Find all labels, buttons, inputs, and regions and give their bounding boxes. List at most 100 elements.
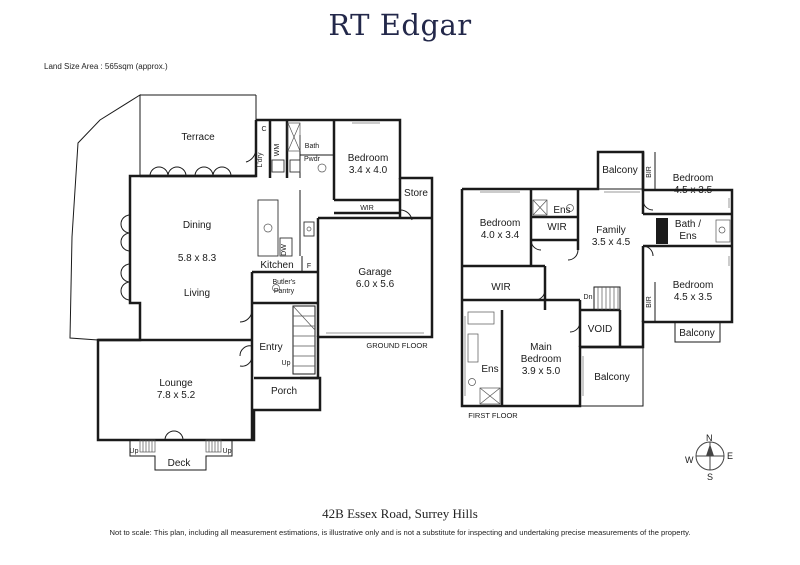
- label-dining-dim: 5.8 x 8.3: [178, 253, 217, 264]
- shower-mark-main-2: [479, 387, 501, 405]
- shower-main-ens: [479, 387, 501, 405]
- label-wir-ground: WIR: [360, 205, 374, 212]
- label-main-bedroom-1: Main: [530, 342, 552, 353]
- label-porch: Porch: [271, 386, 297, 397]
- compass-s: S: [707, 472, 713, 482]
- door-arc-laundry: [245, 149, 257, 163]
- burner-icon: [306, 226, 312, 232]
- house-shell: [96, 118, 434, 442]
- label-family-dim: 3.5 x 4.5: [592, 237, 631, 248]
- label-laundry: L'dry: [257, 152, 264, 167]
- label-deck: Deck: [168, 458, 192, 469]
- label-store: Store: [404, 188, 428, 199]
- label-bath-ens-1: Bath /: [675, 219, 701, 230]
- compass-w: W: [685, 455, 694, 465]
- label-main-bedroom-2: Bedroom: [521, 354, 562, 365]
- label-garage: Garage: [358, 267, 392, 278]
- label-ens-top: Ens: [553, 205, 570, 216]
- bath-main-ens: [467, 311, 495, 325]
- label-bath-ens-2: Ens: [679, 231, 696, 242]
- label-wm: WM: [274, 144, 281, 157]
- compass-n: N: [706, 433, 713, 443]
- deck: [129, 439, 233, 471]
- cooktop: [303, 221, 315, 237]
- shower: [287, 122, 301, 152]
- ground-floor-plan: Terrace L'dry WM C Bath Pwdr Bedroom 3.4…: [69, 94, 434, 471]
- label-dw: DW: [281, 244, 288, 256]
- shower-ens-top: [532, 199, 548, 216]
- label-entry: Entry: [259, 342, 282, 353]
- label-dn: Dn: [584, 294, 593, 301]
- toilet-ens-top: [566, 204, 574, 212]
- vanity: [289, 159, 301, 173]
- door-arc-store: [399, 209, 413, 221]
- label-family: Family: [596, 225, 625, 236]
- label-butlers: Butler's: [272, 279, 296, 286]
- first-floor-plan: Balcony BIR Bedroom 4.5 x 3.5 Bedroom 4.…: [460, 150, 734, 420]
- label-main-bedroom-dim: 3.9 x 5.0: [522, 366, 561, 377]
- shower-mark-2: [287, 122, 301, 152]
- dishwasher: [279, 237, 293, 257]
- disclaimer-text: Not to scale: This plan, including all m…: [109, 528, 691, 537]
- label-void: VOID: [588, 324, 612, 335]
- vanity-main-ens: [467, 333, 479, 363]
- toilet-icon: [317, 163, 327, 173]
- label-bir-bottom: BIR: [646, 296, 653, 308]
- kitchen-island: [257, 199, 279, 257]
- label-ground-floor: GROUND FLOOR: [366, 341, 428, 350]
- label-pwdr: Pwdr: [304, 156, 321, 163]
- balcony-right-outline: [674, 321, 721, 343]
- balcony-top-outline: [597, 151, 644, 190]
- label-fridge: F: [307, 263, 311, 270]
- label-bedroom-ne: Bedroom: [673, 173, 714, 184]
- label-balcony-top: Balcony: [602, 165, 638, 176]
- land-size-label: Land Size Area : 565sqm (approx.): [44, 62, 168, 71]
- toilet-bath-ens: [718, 226, 726, 234]
- label-lounge: Lounge: [159, 378, 193, 389]
- compass-e: E: [727, 451, 733, 461]
- pantry-sink-icon: [272, 284, 280, 292]
- sink-icon: [263, 223, 273, 233]
- shower-mark-ens-top-2: [532, 199, 548, 216]
- entry-stairs: [292, 305, 316, 375]
- label-deck-up-left: Up: [130, 448, 139, 455]
- label-bedroom: Bedroom: [348, 153, 389, 164]
- label-living: Living: [184, 288, 210, 299]
- label-bedroom-dim: 3.4 x 4.0: [349, 165, 388, 176]
- label-up-entry: Up: [282, 360, 291, 367]
- label-balcony-bottom: Balcony: [594, 372, 630, 383]
- door-arc-entry: [239, 309, 253, 367]
- shower-bath-ens: [715, 219, 731, 243]
- label-bedroom-w: Bedroom: [480, 218, 521, 229]
- label-bir-top: BIR: [646, 166, 653, 178]
- balcony-bottom-outline: [579, 346, 644, 407]
- label-dining: Dining: [183, 220, 211, 231]
- label-kitchen: Kitchen: [260, 260, 293, 271]
- toilet-main-ens: [468, 378, 476, 386]
- label-c: C: [261, 126, 266, 133]
- door-arcs-dining-west: [120, 214, 131, 301]
- label-wir-main: WIR: [491, 282, 510, 293]
- label-wir-top: WIR: [547, 222, 566, 233]
- door-arcs-first: [530, 199, 654, 333]
- label-bedroom-se-dim: 4.5 x 3.5: [674, 292, 713, 303]
- door-arcs-terrace: [149, 166, 232, 177]
- label-first-floor: FIRST FLOOR: [468, 411, 518, 420]
- door-arcs-lounge: [164, 430, 184, 441]
- label-pantry: Pantry: [274, 288, 295, 295]
- compass-icon: N E S W: [685, 433, 733, 482]
- label-deck-up-right: Up: [223, 448, 232, 455]
- laundry-tub: [271, 159, 285, 173]
- label-balcony-right: Balcony: [679, 328, 715, 339]
- label-bedroom-se: Bedroom: [673, 280, 714, 291]
- brand-logo: RT Edgar: [328, 8, 472, 42]
- property-address: 42B Essex Road, Surrey Hills: [322, 506, 478, 521]
- label-bath: Bath: [305, 143, 320, 150]
- label-bedroom-w-dim: 4.0 x 3.4: [481, 230, 520, 241]
- label-ens-main: Ens: [481, 364, 498, 375]
- label-bedroom-ne-dim: 4.5 x 3.5: [674, 185, 713, 196]
- label-garage-dim: 6.0 x 5.6: [356, 279, 395, 290]
- label-lounge-dim: 7.8 x 5.2: [157, 390, 196, 401]
- first-floor-stairs: [593, 286, 621, 311]
